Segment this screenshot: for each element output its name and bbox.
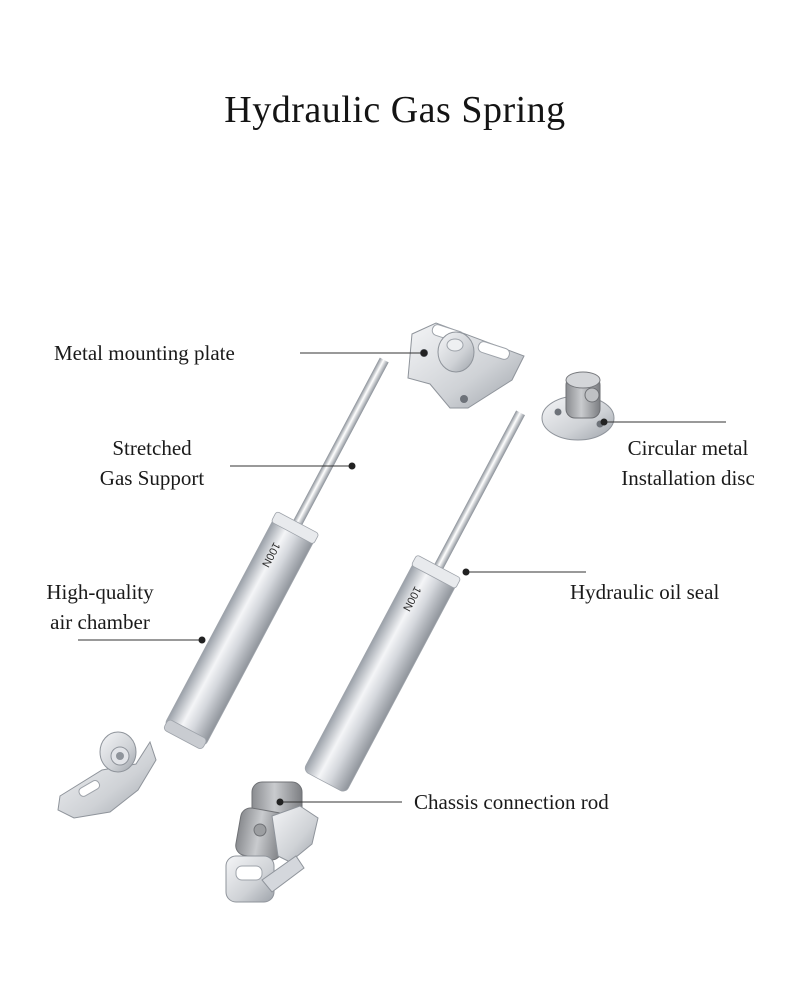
leader-dots	[198, 349, 608, 806]
label-air-chamber-line-1: High-quality	[46, 580, 154, 604]
right-installation-disc	[541, 371, 615, 441]
label-chassis-connection-rod: Chassis connection rod	[414, 790, 609, 814]
left-mounting-plate	[407, 322, 525, 409]
dot-installation-disc	[600, 418, 608, 426]
dot-stretched-gas-support	[348, 462, 356, 470]
right-air-chamber	[304, 560, 457, 792]
label-stretched-line-1: Stretched	[112, 436, 192, 460]
label-disc-line-2: Installation disc	[621, 466, 755, 490]
left-gas-spring: 100N	[57, 322, 525, 819]
label-circular-installation-disc: Circular metal Installation disc	[600, 433, 776, 493]
left-bottom-bracket	[57, 731, 157, 819]
dot-air-chamber	[198, 636, 206, 644]
label-air-chamber-line-2: air chamber	[50, 610, 150, 634]
right-gas-spring: 100N	[225, 371, 615, 903]
right-oil-seal	[411, 555, 461, 589]
label-high-quality-air-chamber: High-quality air chamber	[20, 577, 180, 637]
left-oil-seal	[271, 511, 319, 544]
dot-chassis-rod	[276, 798, 284, 806]
right-chassis-connector	[225, 781, 319, 903]
label-stretched-line-2: Gas Support	[99, 466, 205, 490]
label-disc-line-1: Circular metal	[627, 436, 749, 460]
label-stretched-gas-support: Stretched Gas Support	[72, 433, 232, 493]
dot-oil-seal	[462, 568, 470, 576]
left-air-chamber	[165, 516, 315, 746]
dot-mounting-plate	[420, 349, 428, 357]
page-title: Hydraulic Gas Spring	[224, 89, 566, 131]
left-piston-rod	[290, 357, 389, 531]
right-piston-rod	[431, 410, 525, 575]
leader-lines	[78, 352, 726, 803]
label-metal-mounting-plate: Metal mounting plate	[54, 341, 235, 365]
label-hydraulic-oil-seal: Hydraulic oil seal	[570, 580, 720, 604]
